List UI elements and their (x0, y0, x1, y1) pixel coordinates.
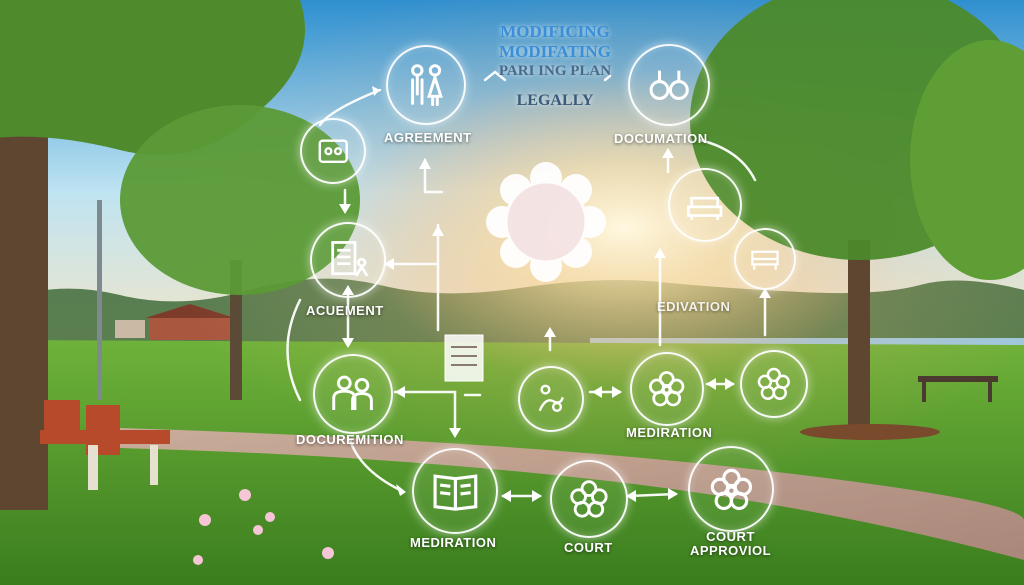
book-icon (433, 473, 477, 511)
mediration-bottom-node (412, 448, 498, 534)
label-court-approval-line-2: APPROVIOL (690, 542, 772, 558)
title-line-3: PARI ING PLAN (498, 63, 612, 80)
court-node (550, 460, 628, 538)
exchange-node (300, 118, 366, 184)
label-documetion: DOCUREMITION (296, 432, 404, 447)
flower-icon (649, 371, 685, 407)
handshake-node (518, 366, 584, 432)
handshake-icon (538, 384, 564, 412)
bed-icon (751, 250, 779, 270)
title-line-4: LEGALLY (516, 92, 594, 110)
label-agreement: AGREEMENT (384, 130, 472, 145)
documetion-node (313, 354, 393, 434)
mediration-right-node (630, 352, 704, 426)
people-icon (411, 64, 444, 107)
label-court-approval: COURT APPROVIOL (690, 530, 771, 557)
parents-icon (332, 376, 374, 411)
flower-icon (710, 468, 752, 510)
acuement-node (310, 222, 386, 298)
court-approval-node (688, 446, 774, 532)
center-flower (486, 162, 606, 282)
flower-icon (757, 367, 791, 401)
right-flower-node (740, 350, 808, 418)
note-card (444, 334, 484, 382)
flower-icon (570, 480, 608, 518)
label-court-approval-line-1: COURT (706, 529, 755, 544)
label-acuement: ACUEMENT (306, 303, 384, 318)
bed-node (734, 228, 796, 290)
label-court: COURT (564, 540, 613, 555)
title-line-1: MODIFICING (500, 22, 610, 41)
title-line-2: MODIFATING (499, 41, 611, 61)
rings-icon (649, 70, 689, 100)
documation-node (628, 44, 710, 126)
label-mediration-bottom: MEDIRATION (410, 535, 497, 550)
sofa-node (668, 168, 742, 242)
agreement-node (386, 45, 466, 125)
exchange-icon (318, 139, 348, 163)
document-person-icon (330, 240, 369, 277)
label-mediration-right: MEDIRATION (626, 425, 713, 440)
label-edivation: EDIVATION (657, 299, 731, 314)
label-documation: DOCUMATION (614, 131, 708, 146)
diagram-title: MODIFICING MODIFATING PARI ING PLAN LEGA… (460, 22, 650, 111)
sofa-icon (687, 197, 723, 221)
